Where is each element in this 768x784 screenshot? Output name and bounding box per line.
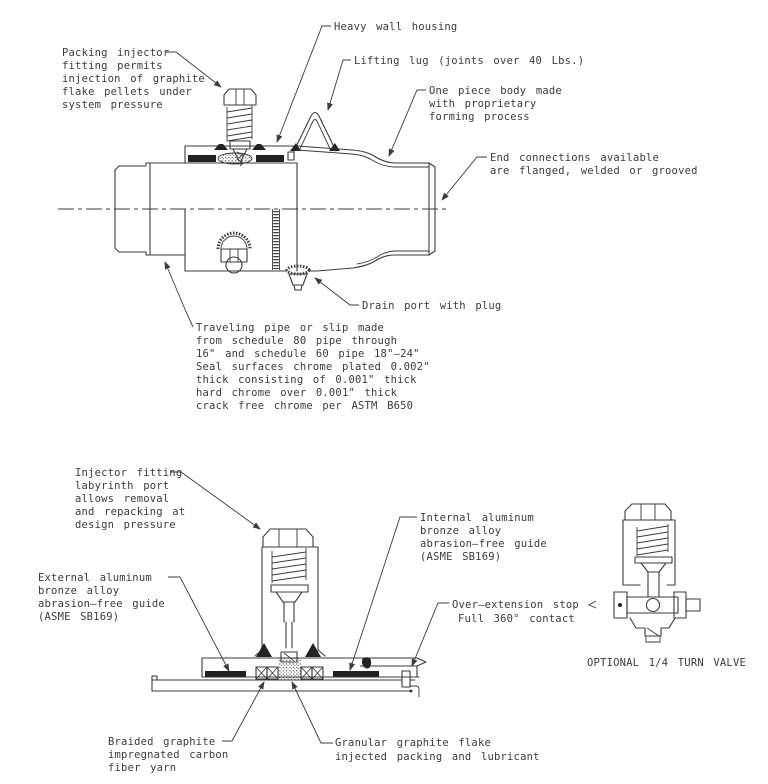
label-line: system pressure — [62, 99, 163, 111]
over-extension-stop-ring — [401, 670, 411, 688]
label-braided-graphite: Braided graphite impregnated carbon fibe… — [108, 736, 228, 774]
top-leaders — [164, 25, 487, 328]
label-line: from schedule 80 pipe through — [196, 335, 397, 347]
label-line: flake pellets under — [62, 86, 192, 98]
label-line: 16" and schedule 60 pipe 18"–24" — [196, 348, 420, 360]
label-line: bronze alloy — [38, 585, 119, 597]
label-traveling-pipe: Traveling pipe or slip made from schedul… — [196, 322, 430, 412]
label-line: Over–extension stop — [452, 599, 579, 611]
label-line: External aluminum — [38, 572, 152, 584]
label-line: Traveling pipe or slip made — [196, 322, 384, 334]
leader-injector-fitting — [170, 471, 261, 530]
label-line: abrasion–free guide — [420, 538, 547, 550]
leader-traveling-pipe — [164, 261, 194, 328]
label-line: impregnated carbon — [108, 749, 228, 761]
label-line: Injector fitting — [75, 467, 182, 479]
label-line: Full 360° contact — [458, 613, 575, 625]
label-end-connections: End connections available are flanged, w… — [490, 152, 698, 177]
label-line: Braided graphite — [108, 736, 215, 748]
top-figure: Packing injector fitting permits injecti… — [58, 21, 698, 412]
label-line: design pressure — [75, 519, 176, 531]
label-internal-guide: Internal aluminum bronze alloy abrasion–… — [420, 512, 547, 563]
label-heavy-wall-housing: Heavy wall housing — [334, 21, 457, 33]
label-line: (ASME SB169) — [38, 611, 119, 623]
side-view-injector — [216, 231, 252, 274]
label-lifting-lug: Lifting lug (joints over 40 Lbs.) — [354, 55, 584, 67]
label-line: (ASME SB169) — [420, 551, 501, 563]
leader-lifting-lug — [327, 59, 351, 111]
traveling-pipe — [114, 162, 298, 272]
label-external-guide: External aluminum bronze alloy abrasion–… — [38, 572, 165, 623]
external-guide-pad — [205, 671, 246, 677]
leader-packing-injector — [166, 51, 222, 88]
leader-granular-graphite — [291, 681, 333, 744]
label-line: Internal aluminum — [420, 512, 534, 524]
leader-external-guide — [168, 576, 230, 672]
leader-heavy-wall-housing — [276, 25, 331, 143]
knurled-packing-ring — [217, 152, 253, 165]
label-line: fitting permits — [62, 60, 163, 72]
slip-pipe — [151, 670, 420, 697]
label-line: Granular graphite flake — [335, 737, 491, 749]
label-line: abrasion–free guide — [38, 598, 165, 610]
bottom-leaders — [168, 471, 449, 744]
label-injector-fitting: Injector fitting labyrinth port allows r… — [75, 467, 185, 531]
drain-plug — [285, 264, 311, 291]
label-line: Packing injector — [62, 47, 169, 59]
label-line: crack free chrome per ASTM B650 — [196, 400, 413, 412]
quarter-turn-valve — [587, 503, 701, 643]
one-piece-body — [184, 145, 436, 272]
label-packing-injector: Packing injector fitting permits injecti… — [62, 47, 205, 111]
label-line: fiber yarn — [108, 762, 176, 774]
label-line: bronze alloy — [420, 525, 501, 537]
label-one-piece-body: One piece body made with proprietary for… — [429, 85, 562, 123]
label-line: labyrinth port — [75, 480, 169, 492]
internal-guide-pad — [333, 671, 379, 677]
label-line: injection of graphite — [62, 73, 205, 85]
threaded-passage — [272, 209, 280, 270]
label-line: are flanged, welded or grooved — [490, 165, 698, 177]
label-line: End connections available — [490, 152, 659, 164]
leader-internal-guide — [349, 516, 417, 671]
label-over-extension: Over–extension stop Full 360° contact — [452, 599, 579, 625]
label-optional-valve: OPTIONAL 1/4 TURN VALVE — [587, 657, 746, 669]
label-drain-port: Drain port with plug — [362, 300, 501, 312]
weld-plug — [361, 657, 372, 669]
packing-seal-left — [188, 155, 216, 162]
granular-graphite-packing — [278, 658, 301, 680]
packing-flange-plate — [201, 657, 427, 678]
bottom-figure: Injector fitting labyrinth port allows r… — [38, 467, 746, 774]
leader-one-piece-body — [388, 89, 426, 157]
label-line: injected packing and lubricant — [335, 751, 540, 763]
packing-seal-right — [256, 155, 284, 162]
label-granular-graphite: Granular graphite flake injected packing… — [335, 737, 540, 763]
label-line: One piece body made — [429, 85, 562, 97]
packing-injector-fitting — [214, 88, 266, 167]
label-line: Seal surfaces chrome plated 0.002" — [196, 361, 430, 373]
label-line: and repacking at — [75, 506, 185, 518]
leader-braided-graphite — [222, 681, 265, 742]
leader-end-connections — [441, 156, 487, 201]
label-line: forming process — [429, 111, 530, 123]
label-line: allows removal — [75, 493, 169, 505]
leader-over-extension — [411, 602, 449, 667]
lifting-lug — [290, 111, 340, 152]
label-line: hard chrome over 0.001" thick — [196, 387, 398, 399]
leader-drain-port — [314, 277, 359, 306]
braided-packing — [255, 666, 324, 680]
label-line: thick consisting of 0.001" thick — [196, 374, 417, 386]
injector-fitting-section — [254, 528, 326, 663]
label-line: with proprietary — [429, 98, 536, 110]
